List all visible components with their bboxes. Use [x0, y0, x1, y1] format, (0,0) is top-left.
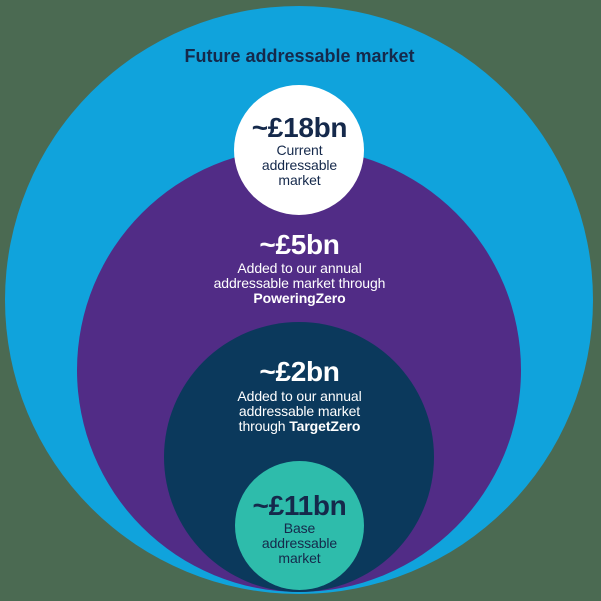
target-desc-bold: TargetZero: [289, 418, 361, 434]
target-zero-text: ~£2bn Added to our annual addressable ma…: [0, 357, 599, 434]
powering-desc-bold: PoweringZero: [253, 290, 346, 306]
current-desc-line3: market: [278, 171, 321, 188]
powering-zero-text: ~£5bn Added to our annual addressable ma…: [0, 230, 599, 306]
target-desc-line3-prefix: through: [238, 418, 290, 434]
powering-zero-value: ~£5bn: [259, 229, 340, 260]
base-desc-line1: Base: [283, 520, 316, 536]
base-market-text: ~£11bn Base addressable market: [0, 491, 599, 566]
base-market-desc: Base addressable market: [0, 521, 599, 566]
current-market-text: ~£18bn Current addressable market: [0, 111, 599, 188]
powering-desc-line1: Added to our annual: [237, 260, 362, 276]
current-market-value: ~£18bn: [251, 111, 348, 143]
powering-desc-line2: addressable market through: [213, 275, 386, 291]
base-market-circle: [234, 460, 364, 590]
powering-zero-desc: Added to our annual addressable market t…: [0, 261, 599, 306]
current-desc-line1: Current: [276, 141, 323, 158]
target-zero-desc: Added to our annual addressable market t…: [0, 389, 599, 434]
future-market-label: Future addressable market: [184, 46, 415, 66]
target-zero-value: ~£2bn: [259, 356, 340, 387]
base-market-value: ~£11bn: [252, 490, 347, 521]
base-desc-line3: market: [278, 550, 321, 566]
target-desc-line1: Added to our annual: [237, 388, 362, 404]
target-desc-line2: addressable market: [238, 403, 361, 419]
current-market-circle: [234, 85, 364, 215]
target-desc-line3: through TargetZero: [0, 419, 599, 434]
base-desc-line2: addressable: [261, 535, 338, 551]
current-desc-line2: addressable: [261, 156, 338, 173]
current-market-desc: Current addressable market: [0, 141, 599, 188]
